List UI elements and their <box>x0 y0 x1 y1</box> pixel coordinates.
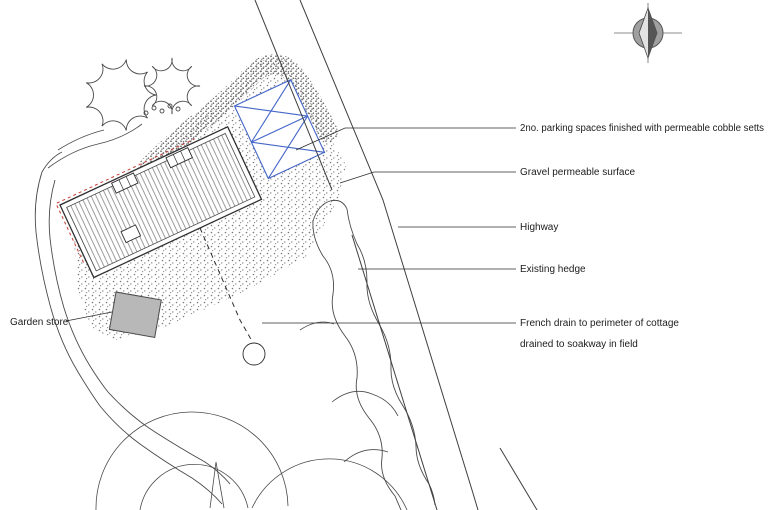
label-gravel: Gravel permeable surface <box>520 167 635 178</box>
label-parking: 2no. parking spaces finished with permea… <box>520 123 764 134</box>
label-highway: Highway <box>520 222 558 233</box>
parking-bay-divider <box>251 115 308 143</box>
leader-garden-store <box>65 311 113 322</box>
hedge-inner-edge <box>346 208 436 506</box>
road-edge-left-lower <box>351 234 438 510</box>
track-notch <box>209 461 225 509</box>
parking-spaces <box>233 79 326 180</box>
field-arc-right <box>251 458 408 510</box>
tree-canopies <box>85 57 201 131</box>
hedge-outer-edge <box>312 199 402 510</box>
tree-canopy-icon <box>143 57 201 115</box>
field-contours <box>47 123 408 510</box>
parking-cross <box>250 79 292 143</box>
leader-parking <box>295 127 516 151</box>
boundary-outer-line <box>34 171 223 505</box>
contour-line <box>47 123 143 169</box>
cottage-roof-hatch <box>66 132 256 272</box>
soakaway-circle <box>242 342 266 366</box>
boundary-inner-line <box>48 179 231 485</box>
french-drain <box>199 227 266 366</box>
planting-band <box>138 54 338 178</box>
rotated-site-group <box>55 79 326 279</box>
shrub-dot <box>151 105 157 111</box>
left-boundary-hedge <box>34 151 231 505</box>
rooflight <box>111 172 139 194</box>
shrub-dot <box>159 108 165 114</box>
chimney-outline <box>120 224 142 244</box>
tree-canopy-icon <box>85 59 157 131</box>
contour-line <box>331 390 399 417</box>
shrub-dot <box>175 106 181 112</box>
road-edge-left-upper <box>254 0 333 191</box>
label-french-drain-line1: French drain to perimeter of cottage <box>520 318 679 329</box>
garden-store <box>108 291 162 338</box>
field-arc-inner <box>139 464 249 510</box>
existing-hedge <box>312 199 436 510</box>
leader-lines <box>65 127 516 324</box>
leader-gravel <box>339 171 516 184</box>
contour-line <box>57 129 105 151</box>
french-drain-line <box>199 227 253 342</box>
label-french-drain-line2: drained to soakway in field <box>520 339 638 350</box>
north-arrow-compass <box>614 3 682 63</box>
shrub-dot <box>167 103 173 109</box>
shrub-dot <box>143 110 149 116</box>
north-arrow-dark-half <box>648 8 657 58</box>
boundary-top-curl <box>41 151 63 173</box>
parking-cross <box>267 115 309 179</box>
label-existing-hedge: Existing hedge <box>520 264 586 275</box>
labels: 2no. parking spaces finished with permea… <box>10 123 764 350</box>
garden-store-outline <box>108 291 162 338</box>
rooflight <box>165 147 193 169</box>
field-arc-large <box>95 411 289 510</box>
label-garden-store: Garden store <box>10 317 69 328</box>
highway-road <box>254 0 538 510</box>
road-edge-right <box>299 0 479 510</box>
contour-line <box>343 449 389 463</box>
road-verge-line <box>499 447 538 510</box>
cottage-building <box>59 125 263 279</box>
